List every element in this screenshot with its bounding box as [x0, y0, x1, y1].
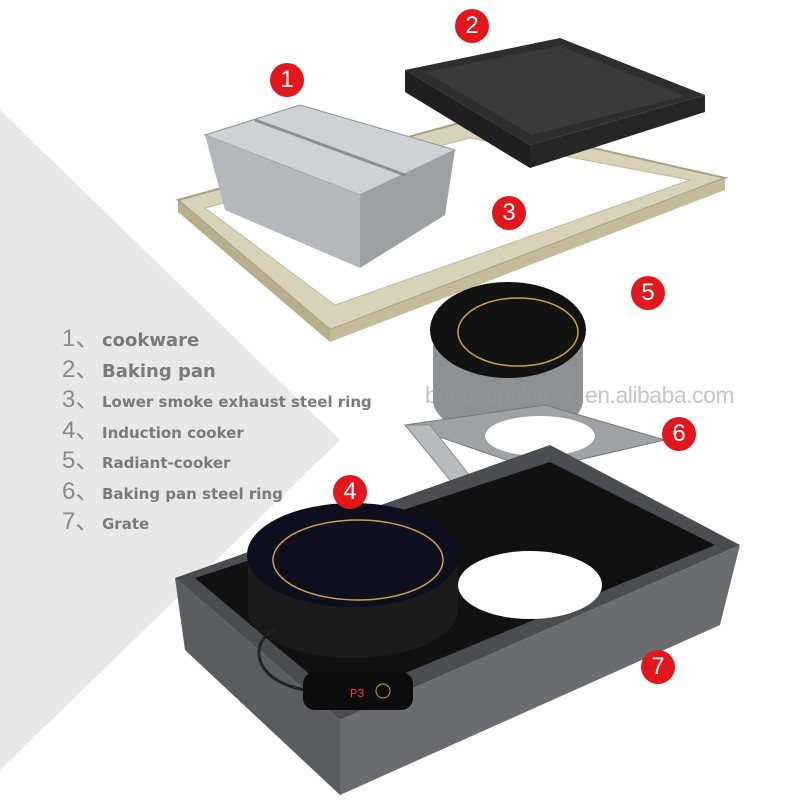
badge-grate: 7 [641, 650, 675, 684]
induction-cooker [247, 503, 459, 692]
legend-item: 4、Induction cooker [62, 410, 372, 444]
legend-number: 5、 [62, 447, 100, 474]
legend-label: cookware [102, 330, 200, 351]
legend-label: Radiant-cooker [102, 454, 231, 472]
legend-number: 1、 [62, 325, 100, 352]
legend-item: 7、Grate [62, 501, 372, 535]
watermark: bagusappliance.en.alibaba.com [425, 382, 735, 408]
legend-number: 3、 [62, 386, 100, 413]
background-triangle [0, 110, 340, 770]
legend-item: 3、Lower smoke exhaust steel ring [62, 379, 372, 413]
control-panel-display: P3 [350, 687, 364, 701]
legend-label: Grate [102, 515, 150, 533]
legend-number: 6、 [62, 477, 100, 505]
legend-item: 5、Radiant-cooker [62, 440, 372, 474]
badge-smoke-ring: 3 [492, 196, 526, 230]
legend-label: Baking pan [102, 360, 216, 382]
legend-label: Lower smoke exhaust steel ring [102, 393, 372, 411]
legend-number: 4、 [62, 416, 100, 444]
badge-baking-pan: 2 [455, 9, 489, 43]
legend-item: 1、cookware [62, 318, 372, 352]
cookware-pot [203, 104, 457, 268]
legend-item: 6、Baking pan steel ring [62, 471, 372, 505]
badge-induction-cooker: 4 [333, 475, 367, 509]
legend-item: 2、Baking pan [62, 349, 372, 383]
legend-number: 7、 [62, 508, 100, 535]
baking-pan [405, 38, 705, 168]
badge-cookware: 1 [270, 63, 304, 97]
badge-steel-ring: 6 [662, 417, 696, 451]
badge-radiant-cooker: 5 [631, 276, 665, 310]
legend-label: Induction cooker [102, 423, 244, 442]
legend-label: Baking pan steel ring [102, 484, 283, 503]
control-panel: P3 [303, 672, 413, 710]
legend-number: 2、 [62, 355, 100, 383]
parts-legend: 1、cookware 2、Baking pan 3、Lower smoke ex… [62, 318, 372, 535]
